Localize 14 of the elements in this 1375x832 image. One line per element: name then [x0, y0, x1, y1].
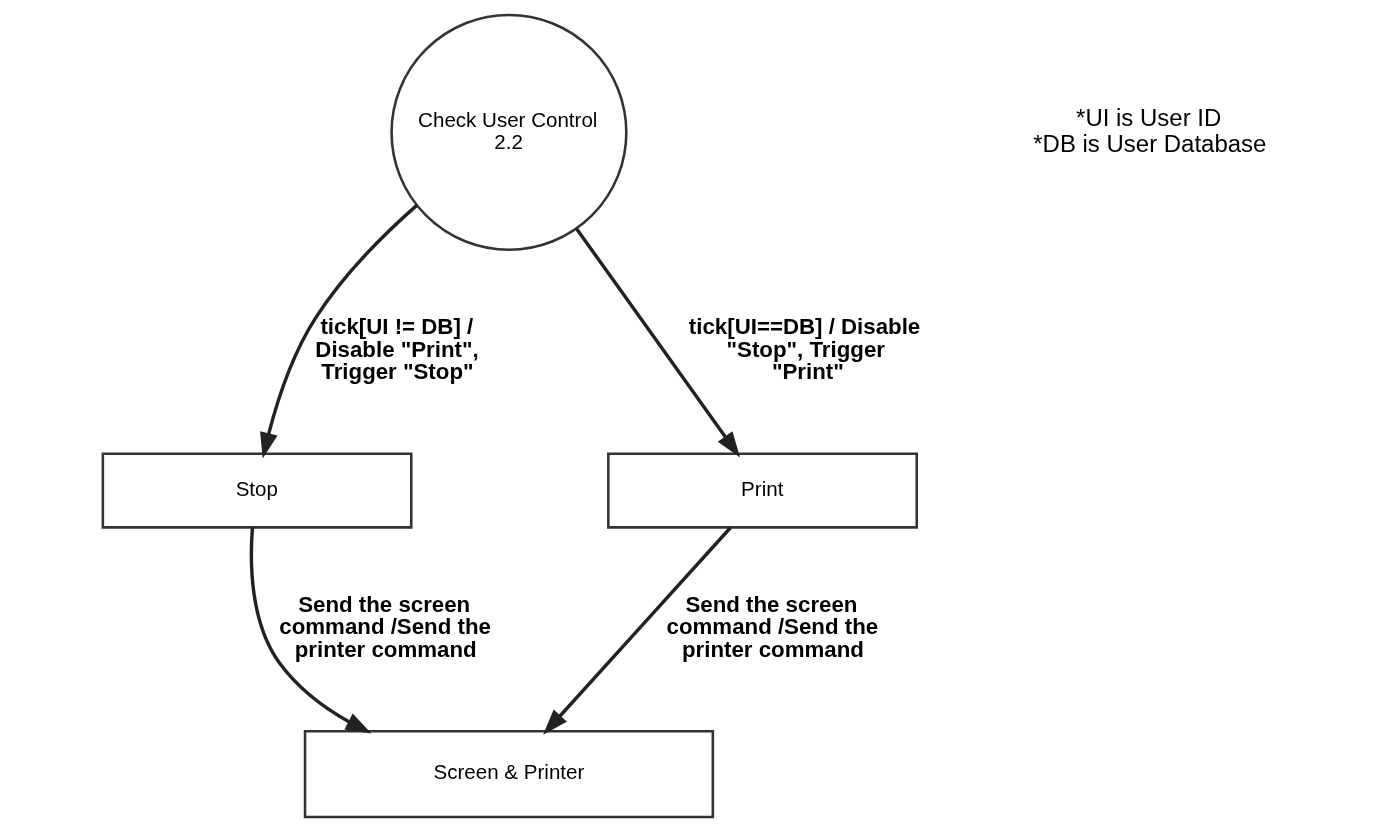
node-box: Print — [606, 452, 918, 529]
arrow — [574, 227, 740, 458]
arrow — [249, 527, 371, 734]
node-box: Stop — [101, 452, 413, 529]
edge-label: tick[UI != DB] / Disable "Print", Trigger "Stop" — [314, 314, 479, 384]
edge-label: Send the screen command /Send the printer command — [278, 592, 491, 662]
node-box: Screen & Printer — [303, 730, 714, 819]
arrow — [259, 204, 418, 459]
label: *UI is User ID — [1075, 103, 1221, 131]
edge-label: tick[UI==DB] / Disable "Stop", Trigger "Print" — [688, 314, 920, 384]
node-circle: Check User Control 2.2 — [389, 13, 628, 252]
edge-label: Send the screen command /Send the printer command — [666, 592, 878, 662]
arrow — [542, 526, 732, 735]
label: *DB is User Database — [1032, 129, 1266, 157]
